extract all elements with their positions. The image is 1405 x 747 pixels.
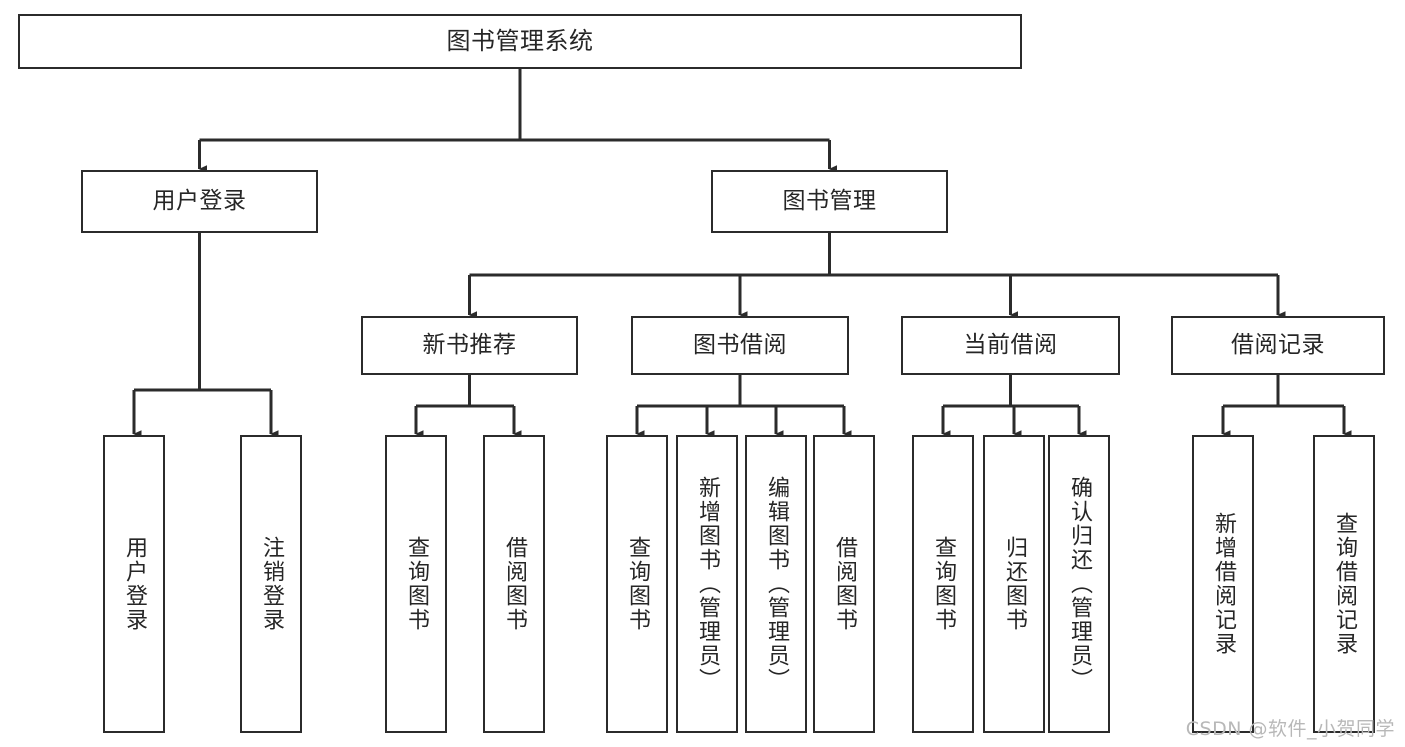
node-label: 新增借阅记录: [1210, 512, 1236, 656]
node-leaf-new-borrow[interactable]: 借阅图书: [483, 435, 545, 733]
node-leaf-b-query[interactable]: 查询图书: [606, 435, 668, 733]
node-label: 借阅图书: [831, 536, 857, 632]
node-label: 查询图书: [624, 536, 650, 632]
node-label: 当前借阅: [963, 331, 1058, 358]
node-l2-user[interactable]: 用户登录: [81, 170, 318, 233]
node-leaf-c-confirm[interactable]: 确认归还（管理员）: [1048, 435, 1110, 733]
node-leaf-c-return[interactable]: 归还图书: [983, 435, 1045, 733]
node-l3-current[interactable]: 当前借阅: [901, 316, 1120, 375]
node-leaf-b-edit[interactable]: 编辑图书（管理员）: [745, 435, 807, 733]
node-label: 图书借阅: [693, 331, 787, 358]
node-leaf-r-query[interactable]: 查询借阅记录: [1313, 435, 1375, 733]
node-label: 用户登录: [152, 187, 247, 214]
node-l2-book[interactable]: 图书管理: [711, 170, 948, 233]
node-l3-borrow[interactable]: 图书借阅: [631, 316, 849, 375]
node-label: 编辑图书（管理员）: [763, 476, 789, 692]
node-label: 新书推荐: [422, 331, 517, 358]
node-label: 查询借阅记录: [1331, 512, 1357, 656]
node-l3-new[interactable]: 新书推荐: [361, 316, 578, 375]
node-label: 归还图书: [1001, 536, 1027, 632]
node-label: 查询图书: [930, 536, 956, 632]
node-leaf-b-borrow[interactable]: 借阅图书: [813, 435, 875, 733]
node-leaf-new-query[interactable]: 查询图书: [385, 435, 447, 733]
node-label: 查询图书: [403, 536, 429, 632]
node-label: 借阅记录: [1231, 331, 1325, 358]
node-label: 用户登录: [121, 536, 147, 632]
node-label: 图书管理系统: [446, 27, 594, 56]
node-leaf-c-query[interactable]: 查询图书: [912, 435, 974, 733]
node-leaf-user-login[interactable]: 用户登录: [103, 435, 165, 733]
node-label: 新增图书（管理员）: [694, 476, 720, 692]
node-leaf-user-logout[interactable]: 注销登录: [240, 435, 302, 733]
node-label: 图书管理: [782, 187, 877, 214]
node-label: 确认归还（管理员）: [1066, 476, 1092, 692]
node-root[interactable]: 图书管理系统: [18, 14, 1022, 69]
node-label: 借阅图书: [501, 536, 527, 632]
node-leaf-b-add[interactable]: 新增图书（管理员）: [676, 435, 738, 733]
node-l3-record[interactable]: 借阅记录: [1171, 316, 1385, 375]
node-label: 注销登录: [258, 536, 284, 632]
node-leaf-r-add[interactable]: 新增借阅记录: [1192, 435, 1254, 733]
